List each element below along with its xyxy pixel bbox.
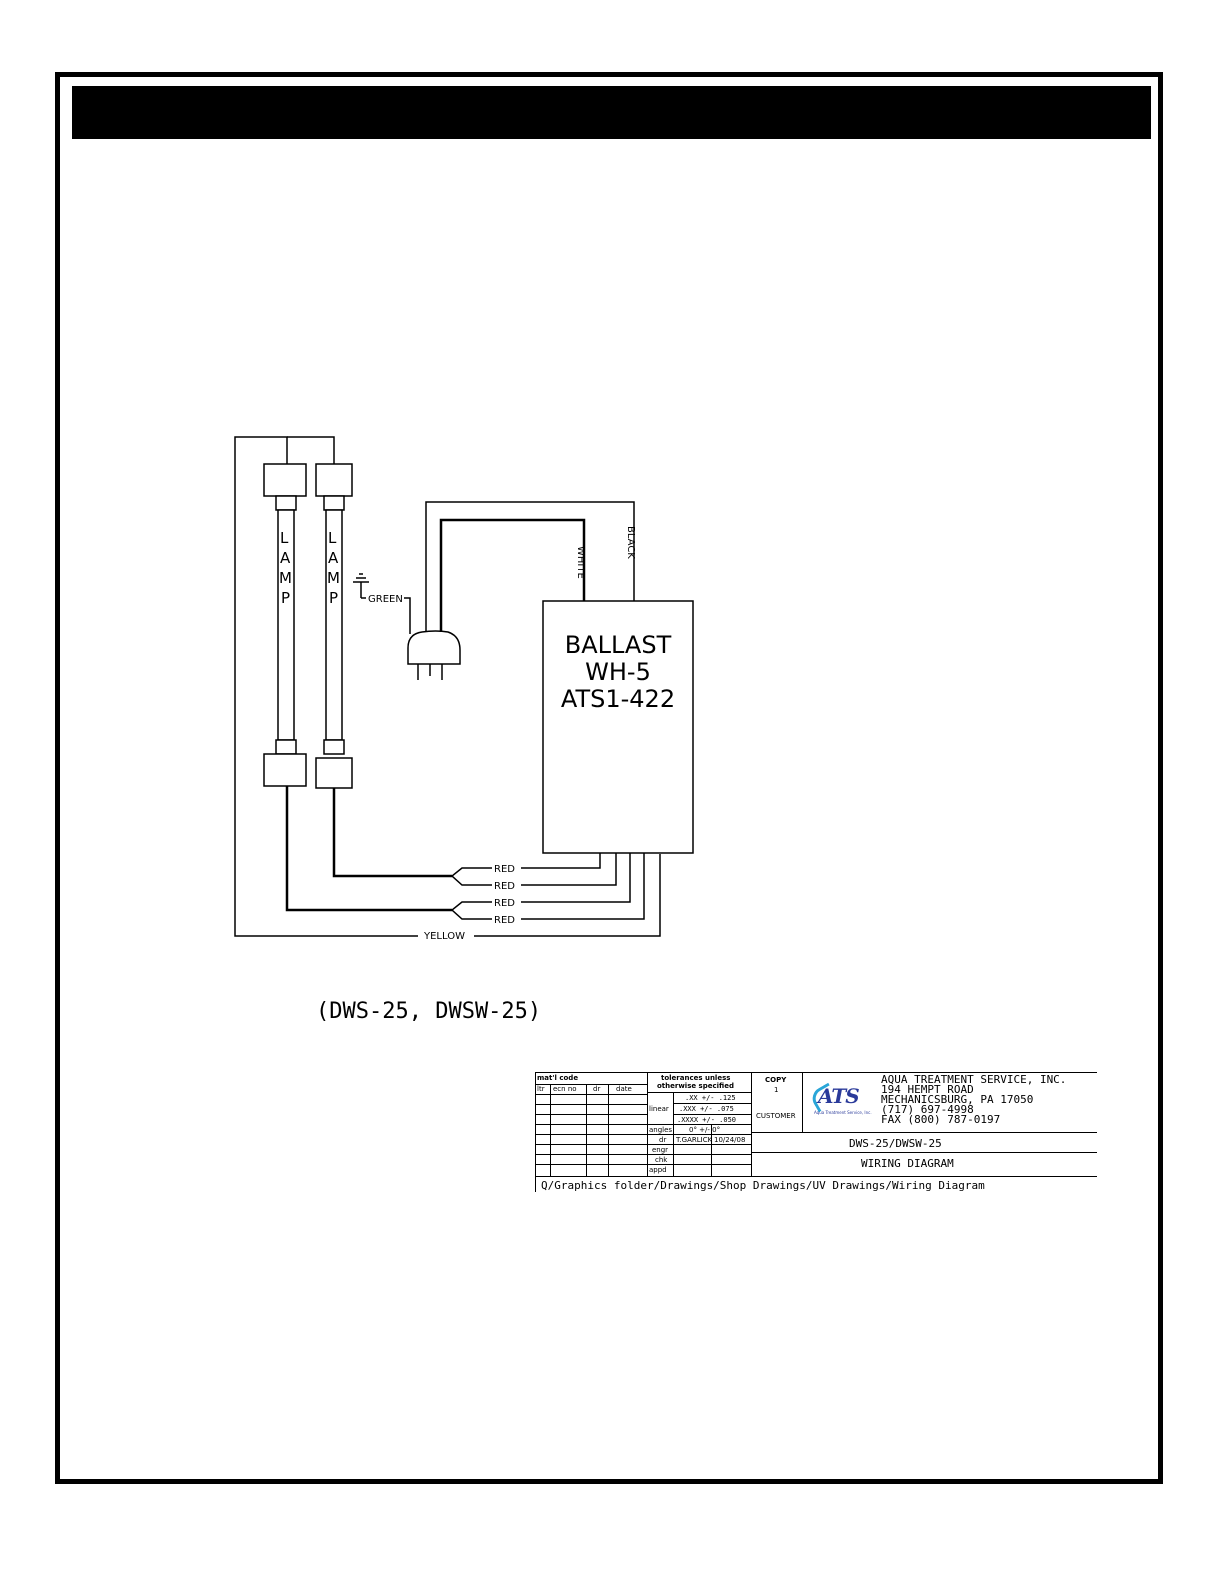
file-path: Q/Graphics folder/Drawings/Shop Drawings… — [541, 1179, 985, 1192]
lamp-1-bottom-cap — [263, 753, 307, 787]
logo-subtitle: Aqua Treatment Service, Inc. — [814, 1110, 872, 1115]
lamp-1-bottom-neck — [275, 739, 297, 755]
angles-value: 0° +/- 0° — [689, 1126, 721, 1134]
tolerance-xx: .XX +/- .125 — [685, 1094, 736, 1102]
lamp-2-bottom-neck — [323, 739, 345, 755]
svg-text:P: P — [329, 589, 338, 607]
lamp-2-top-neck — [323, 495, 345, 511]
red-wire-4 — [521, 853, 645, 920]
red-wire-1 — [521, 853, 601, 869]
lamp-1-return-wire — [285, 786, 452, 912]
page-border — [55, 72, 1163, 1484]
white-wire — [439, 518, 586, 632]
red-splice-lamp-2 — [450, 867, 492, 886]
tolerance-xxx: .XXX +/- .075 — [679, 1105, 734, 1113]
lamp-2-return-wire — [332, 788, 452, 878]
white-wire-label: WHITE — [575, 546, 586, 579]
red-wire-3 — [521, 853, 631, 903]
svg-text:P: P — [281, 589, 290, 607]
svg-text:L: L — [328, 529, 337, 547]
company-name: AQUA TREATMENT SERVICE, INC. — [881, 1073, 1067, 1086]
ballast-title: BALLAST — [565, 631, 672, 659]
rev-header-dr: dr — [593, 1085, 601, 1093]
rev-header-ltr: ltr — [537, 1085, 545, 1093]
rev-header-ecn: ecn no — [553, 1085, 577, 1093]
ground-icon — [353, 573, 369, 599]
red-wire-label-1: RED — [494, 864, 515, 875]
svg-text:M: M — [327, 569, 340, 587]
black-wire-label: BLACK — [625, 526, 636, 559]
header-banner — [72, 86, 1151, 139]
yellow-wire-label: YELLOW — [423, 931, 465, 942]
company-phone: (717) 697-4998 — [881, 1103, 974, 1116]
lamp-1-top-neck — [275, 495, 297, 511]
company-fax: FAX (800) 787-0197 — [881, 1113, 1001, 1126]
signoff-chk: chk — [655, 1156, 668, 1164]
model-caption: (DWS-25, DWSW-25) — [316, 999, 541, 1024]
ballast-model: WH-5 — [585, 658, 651, 686]
drawn-by: T.GARLICK — [676, 1136, 713, 1144]
tolerance-xxxx: .XXXX +/- .050 — [677, 1116, 737, 1124]
svg-text:L: L — [280, 529, 289, 547]
company-city: MECHANICSBURG, PA 17050 — [881, 1093, 1034, 1106]
rev-header-date: date — [616, 1085, 632, 1093]
svg-text:A: A — [280, 549, 291, 567]
red-wire-label-4: RED — [494, 915, 515, 926]
svg-text:A: A — [328, 549, 339, 567]
green-wire-label: GREEN — [368, 594, 403, 605]
signoff-dr: dr — [659, 1136, 667, 1144]
yellow-label-bg — [418, 928, 474, 942]
red-wire-label-3: RED — [494, 898, 515, 909]
lamp-2-top-cap — [315, 463, 353, 497]
drawing-number: DWS-25/DWSW-25 — [849, 1137, 942, 1150]
top-wire-link — [287, 436, 335, 464]
tolerances-title-2: otherwise specified — [657, 1082, 734, 1090]
title-block: mat'l code ltr ecn no dr date tolerances… — [535, 1072, 1097, 1192]
lamp-2-bottom-cap — [315, 757, 353, 789]
tolerances-title-1: tolerances unless — [661, 1074, 731, 1082]
company-address: AQUA TREATMENT SERVICE, INC. 194 HEMPT R… — [881, 1073, 1067, 1126]
lamp-2-label: L A M P — [327, 529, 340, 607]
svg-text:M: M — [279, 569, 292, 587]
ballast-part-number: ATS1-422 — [561, 685, 675, 713]
customer-label: CUSTOMER — [756, 1112, 796, 1120]
green-wire — [404, 597, 411, 634]
signoff-appd: appd — [649, 1166, 667, 1174]
black-wire — [425, 501, 635, 632]
angles-label: angles — [649, 1126, 673, 1134]
red-wire-label-2: RED — [494, 881, 515, 892]
copy-number: 1 — [774, 1086, 779, 1094]
company-street: 194 HEMPT ROAD — [881, 1083, 974, 1096]
drawn-date: 10/24/08 — [714, 1136, 746, 1144]
ballast-box — [542, 600, 694, 854]
matl-code-label: mat'l code — [537, 1074, 579, 1082]
linear-label: linear — [649, 1105, 669, 1113]
ats-logo: ATS Aqua Treatment Service, Inc. — [808, 1082, 874, 1118]
logo-text: ATS — [818, 1084, 860, 1108]
red-splice-lamp-1 — [450, 901, 492, 920]
signoff-engr: engr — [652, 1146, 669, 1154]
plug-icon — [407, 630, 461, 680]
top-wire — [234, 436, 661, 937]
lamp-1-label: L A M P — [279, 529, 292, 607]
drawing-title: WIRING DIAGRAM — [861, 1157, 954, 1170]
copy-label: COPY — [765, 1076, 787, 1084]
red-wire-2 — [521, 853, 617, 886]
lamp-1-top-cap — [263, 463, 307, 497]
